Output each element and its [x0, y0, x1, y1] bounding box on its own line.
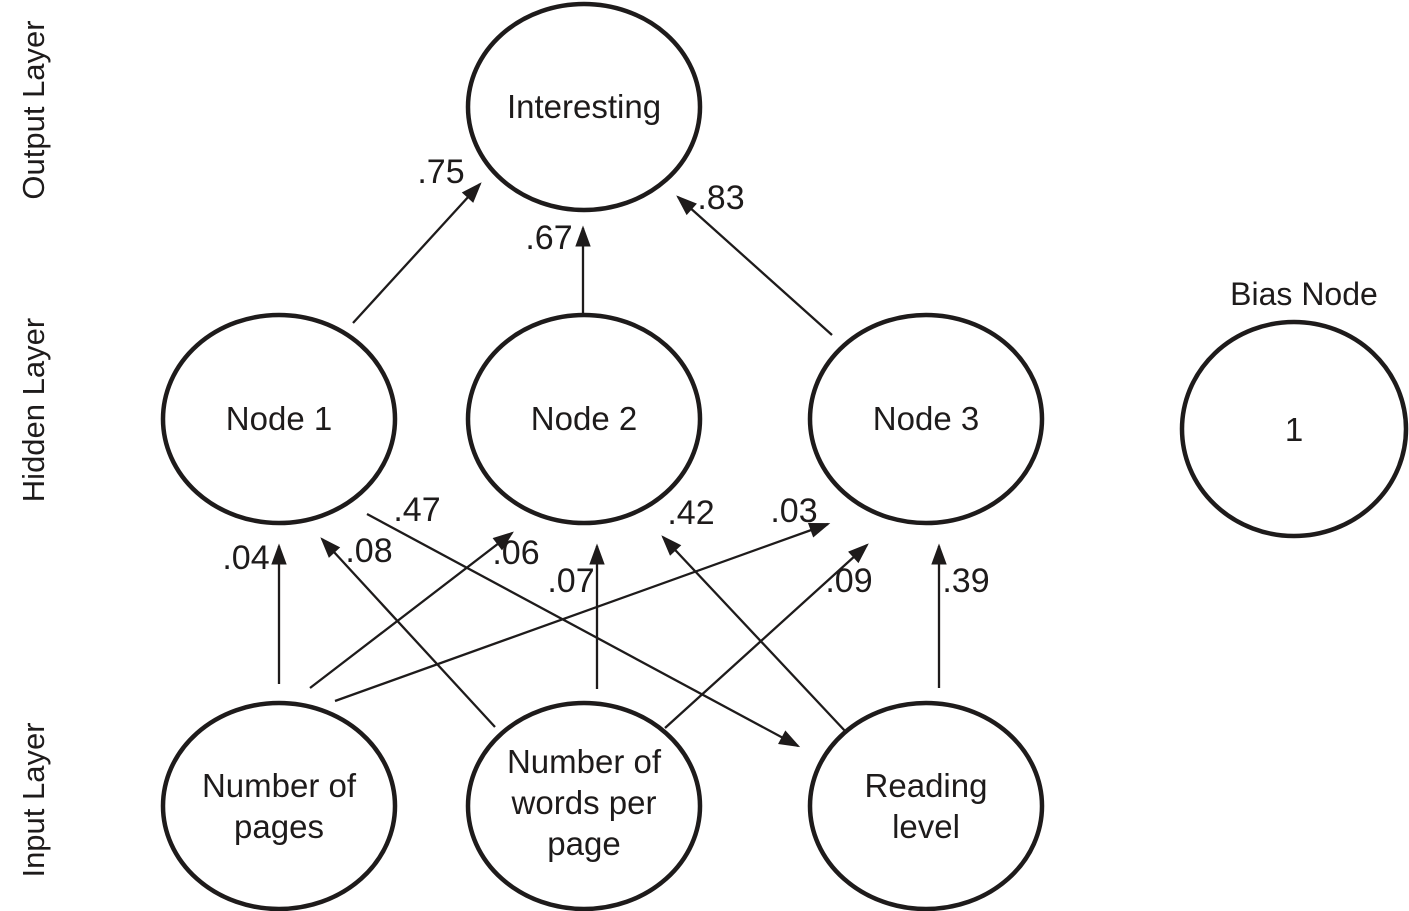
edge-words-node1 [320, 537, 496, 728]
node-node1-label: Node 1 [226, 400, 332, 437]
node-bias: Bias Node 1 [1179, 276, 1409, 539]
node-words-label-line1: Number of [507, 743, 662, 780]
weight-reading-node3: .39 [942, 562, 989, 600]
edge-reading-node2 [661, 535, 847, 733]
edge-group-input-to-hidden [271, 512, 947, 748]
output-layer-label: Output Layer [16, 20, 51, 199]
node-pages-label-line2: pages [234, 808, 324, 845]
node-reading-circle [807, 700, 1045, 911]
node-words-label-line2: words per [511, 784, 657, 821]
node-bias-circle [1179, 319, 1409, 539]
node-node1-circle [160, 312, 398, 526]
node-node2: Node 2 [465, 312, 703, 526]
edge-node1-reading [366, 512, 801, 748]
edge-group-hidden-to-output [352, 182, 833, 336]
edge-node3-interesting [676, 195, 833, 336]
bias-node-caption: Bias Node [1230, 276, 1378, 312]
node-node3-label: Node 3 [873, 400, 979, 437]
edge-words-node3 [664, 543, 869, 729]
node-interesting: Interesting [465, 1, 703, 213]
input-layer-label: Input Layer [16, 722, 51, 877]
node-pages-label-line1: Number of [202, 767, 357, 804]
weight-reading-node2: .42 [667, 494, 714, 532]
node-words-label-line3: page [547, 825, 620, 862]
node-node2-label: Node 2 [531, 400, 637, 437]
node-node1: Node 1 [160, 312, 398, 526]
weight-words-node1: .08 [345, 532, 392, 570]
weight-pages-node3: .03 [770, 492, 817, 530]
weight-labels: .75 .67 .83 .04 .08 .47 .06 .07 .42 .03 … [222, 153, 989, 600]
edge-pages-node2 [309, 531, 514, 689]
node-node3-circle [807, 312, 1045, 526]
node-node3: Node 3 [807, 312, 1045, 526]
node-pages: Number of pages [160, 700, 398, 911]
weight-node1-interesting: .75 [417, 153, 464, 191]
node-reading-label-line1: Reading [865, 767, 988, 804]
weight-node1-reading: .47 [393, 491, 440, 529]
node-bias-label: 1 [1285, 411, 1303, 448]
weight-words-node2: .07 [547, 562, 594, 600]
node-words-circle [465, 700, 703, 911]
edge-pages-node3 [334, 522, 831, 703]
weight-pages-node1: .04 [222, 539, 269, 577]
node-reading-label-line2: level [892, 808, 960, 845]
hidden-layer-label: Hidden Layer [16, 318, 51, 502]
node-interesting-circle [465, 1, 703, 213]
weight-node3-interesting: .83 [697, 179, 744, 217]
node-interesting-label: Interesting [507, 88, 661, 125]
edge-node1-interesting [352, 182, 482, 324]
node-words: Number of words per page [465, 700, 703, 911]
weight-node2-interesting: .67 [525, 219, 572, 257]
weight-words-node3: .09 [825, 562, 872, 600]
node-pages-circle [160, 700, 398, 911]
node-reading: Reading level [807, 700, 1045, 911]
node-node2-circle [465, 312, 703, 526]
weight-pages-node2: .06 [492, 534, 539, 572]
